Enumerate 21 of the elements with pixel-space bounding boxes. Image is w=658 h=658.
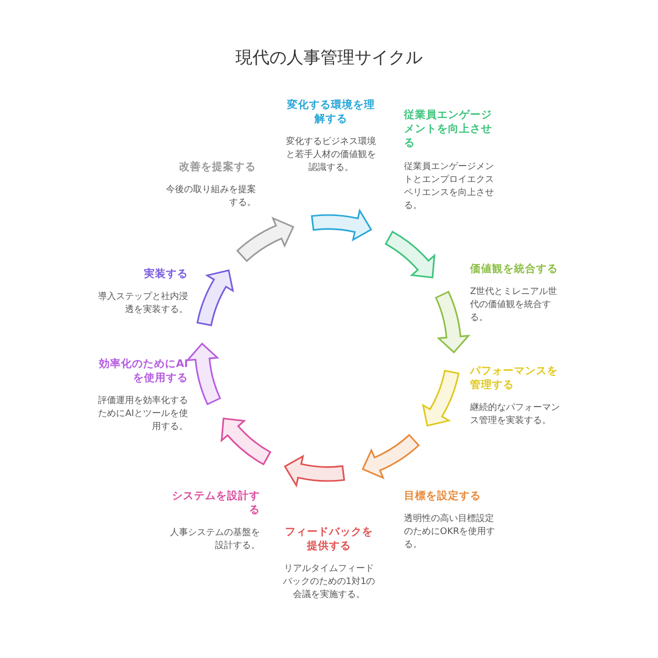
step-description: 人事システムの基盤を設計する。 bbox=[169, 527, 260, 554]
step-heading: フィードバックを提供する bbox=[284, 525, 374, 554]
step-heading: 変化する環境を理解する bbox=[286, 98, 376, 126]
step-description: 評価運用を効率化するためにAIとツールを使用する。 bbox=[97, 395, 188, 434]
step-description: 透明性の高い目標設定のためにOKRを使用する。 bbox=[404, 513, 496, 552]
step-description: 導入ステップと社内浸透を実装する。 bbox=[97, 291, 188, 318]
step-heading: システムを設計する bbox=[171, 489, 260, 518]
step-heading: 目標を設定する bbox=[404, 489, 481, 504]
step-heading: 改善を提案する bbox=[179, 160, 256, 174]
step-heading: パフォーマンスを管理する bbox=[470, 364, 559, 392]
step-heading: 実装する bbox=[144, 267, 188, 282]
step-heading: 価値観を統合する bbox=[470, 262, 558, 276]
step-description: 従業員エンゲージメントとエンプロイエクスペリエンスを向上させる。 bbox=[404, 160, 495, 213]
step-description: リアルタイムフィードバックのための1対1の会議を実施する。 bbox=[282, 563, 376, 602]
step-heading: 効率化のためにAIを使用する bbox=[98, 357, 188, 386]
step-heading: 従業員エンゲージメントを向上させる bbox=[404, 108, 493, 151]
step-description: Z世代とミレニアル世代の価値観を統合する。 bbox=[470, 286, 558, 326]
step-description: 今後の取り組みを提案する。 bbox=[165, 184, 256, 210]
step-description: 変化するビジネス環境と若手人材の価値観を認識する。 bbox=[285, 136, 377, 176]
title: 現代の人事管理サイクル bbox=[234, 47, 424, 69]
step-description: 継続的なパフォーマンス管理を実装する。 bbox=[470, 402, 561, 428]
